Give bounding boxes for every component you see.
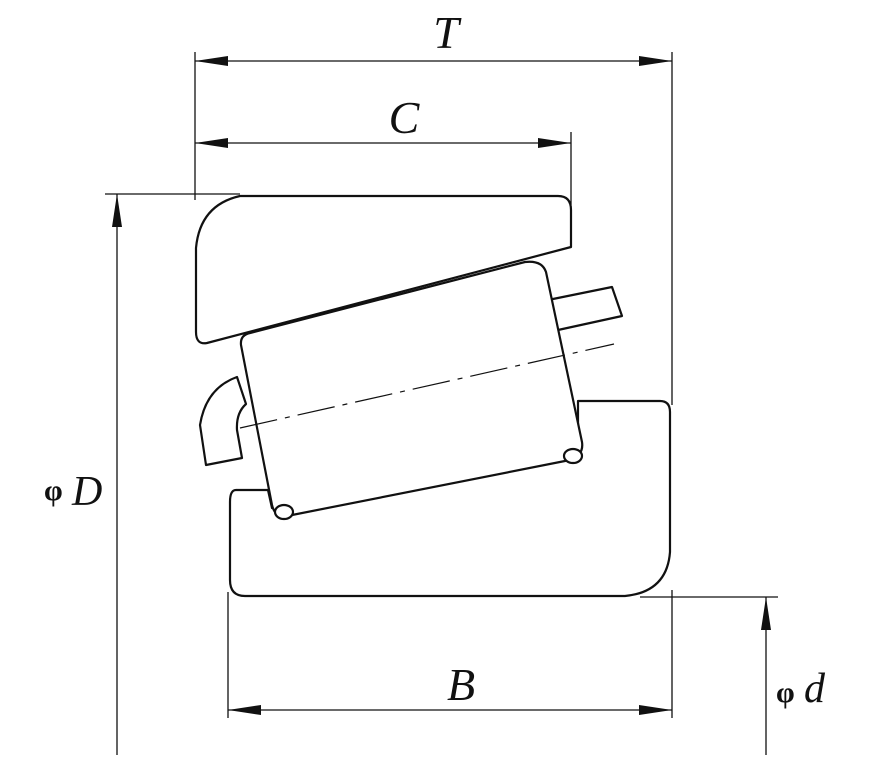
cage-bridge bbox=[546, 285, 624, 332]
dimension-B bbox=[228, 705, 672, 715]
dimension-bore-diameter bbox=[761, 597, 771, 755]
dimension-T bbox=[195, 56, 672, 66]
label-C: C bbox=[389, 92, 421, 143]
label-D: D bbox=[71, 469, 102, 515]
roller-end-fillet-right bbox=[562, 447, 584, 465]
cage bbox=[198, 375, 248, 467]
phi-symbol-outer-diameter: φ bbox=[44, 474, 63, 507]
dimension-C bbox=[195, 138, 571, 148]
inner-ring-cone bbox=[228, 399, 672, 598]
label-T: T bbox=[433, 7, 462, 58]
label-d: d bbox=[804, 666, 826, 712]
outer-ring-cup bbox=[194, 194, 573, 345]
arrowhead-outer-diameter bbox=[112, 194, 122, 227]
phi-symbol-bore-diameter: φ bbox=[776, 676, 795, 709]
arrowhead-bore-diameter bbox=[761, 597, 771, 630]
roller-end-fillet-bottom bbox=[273, 503, 295, 521]
arrowhead-B-right bbox=[639, 705, 672, 715]
dimension-outer-diameter bbox=[112, 194, 122, 755]
arrowhead-T-left bbox=[195, 56, 228, 66]
roller-centerline bbox=[239, 343, 615, 429]
extension-lines bbox=[105, 52, 778, 718]
label-B: B bbox=[447, 659, 475, 710]
arrowhead-C-left bbox=[195, 138, 228, 148]
arrowhead-B-left bbox=[228, 705, 261, 715]
arrowhead-T-right bbox=[639, 56, 672, 66]
arrowhead-C-right bbox=[538, 138, 571, 148]
